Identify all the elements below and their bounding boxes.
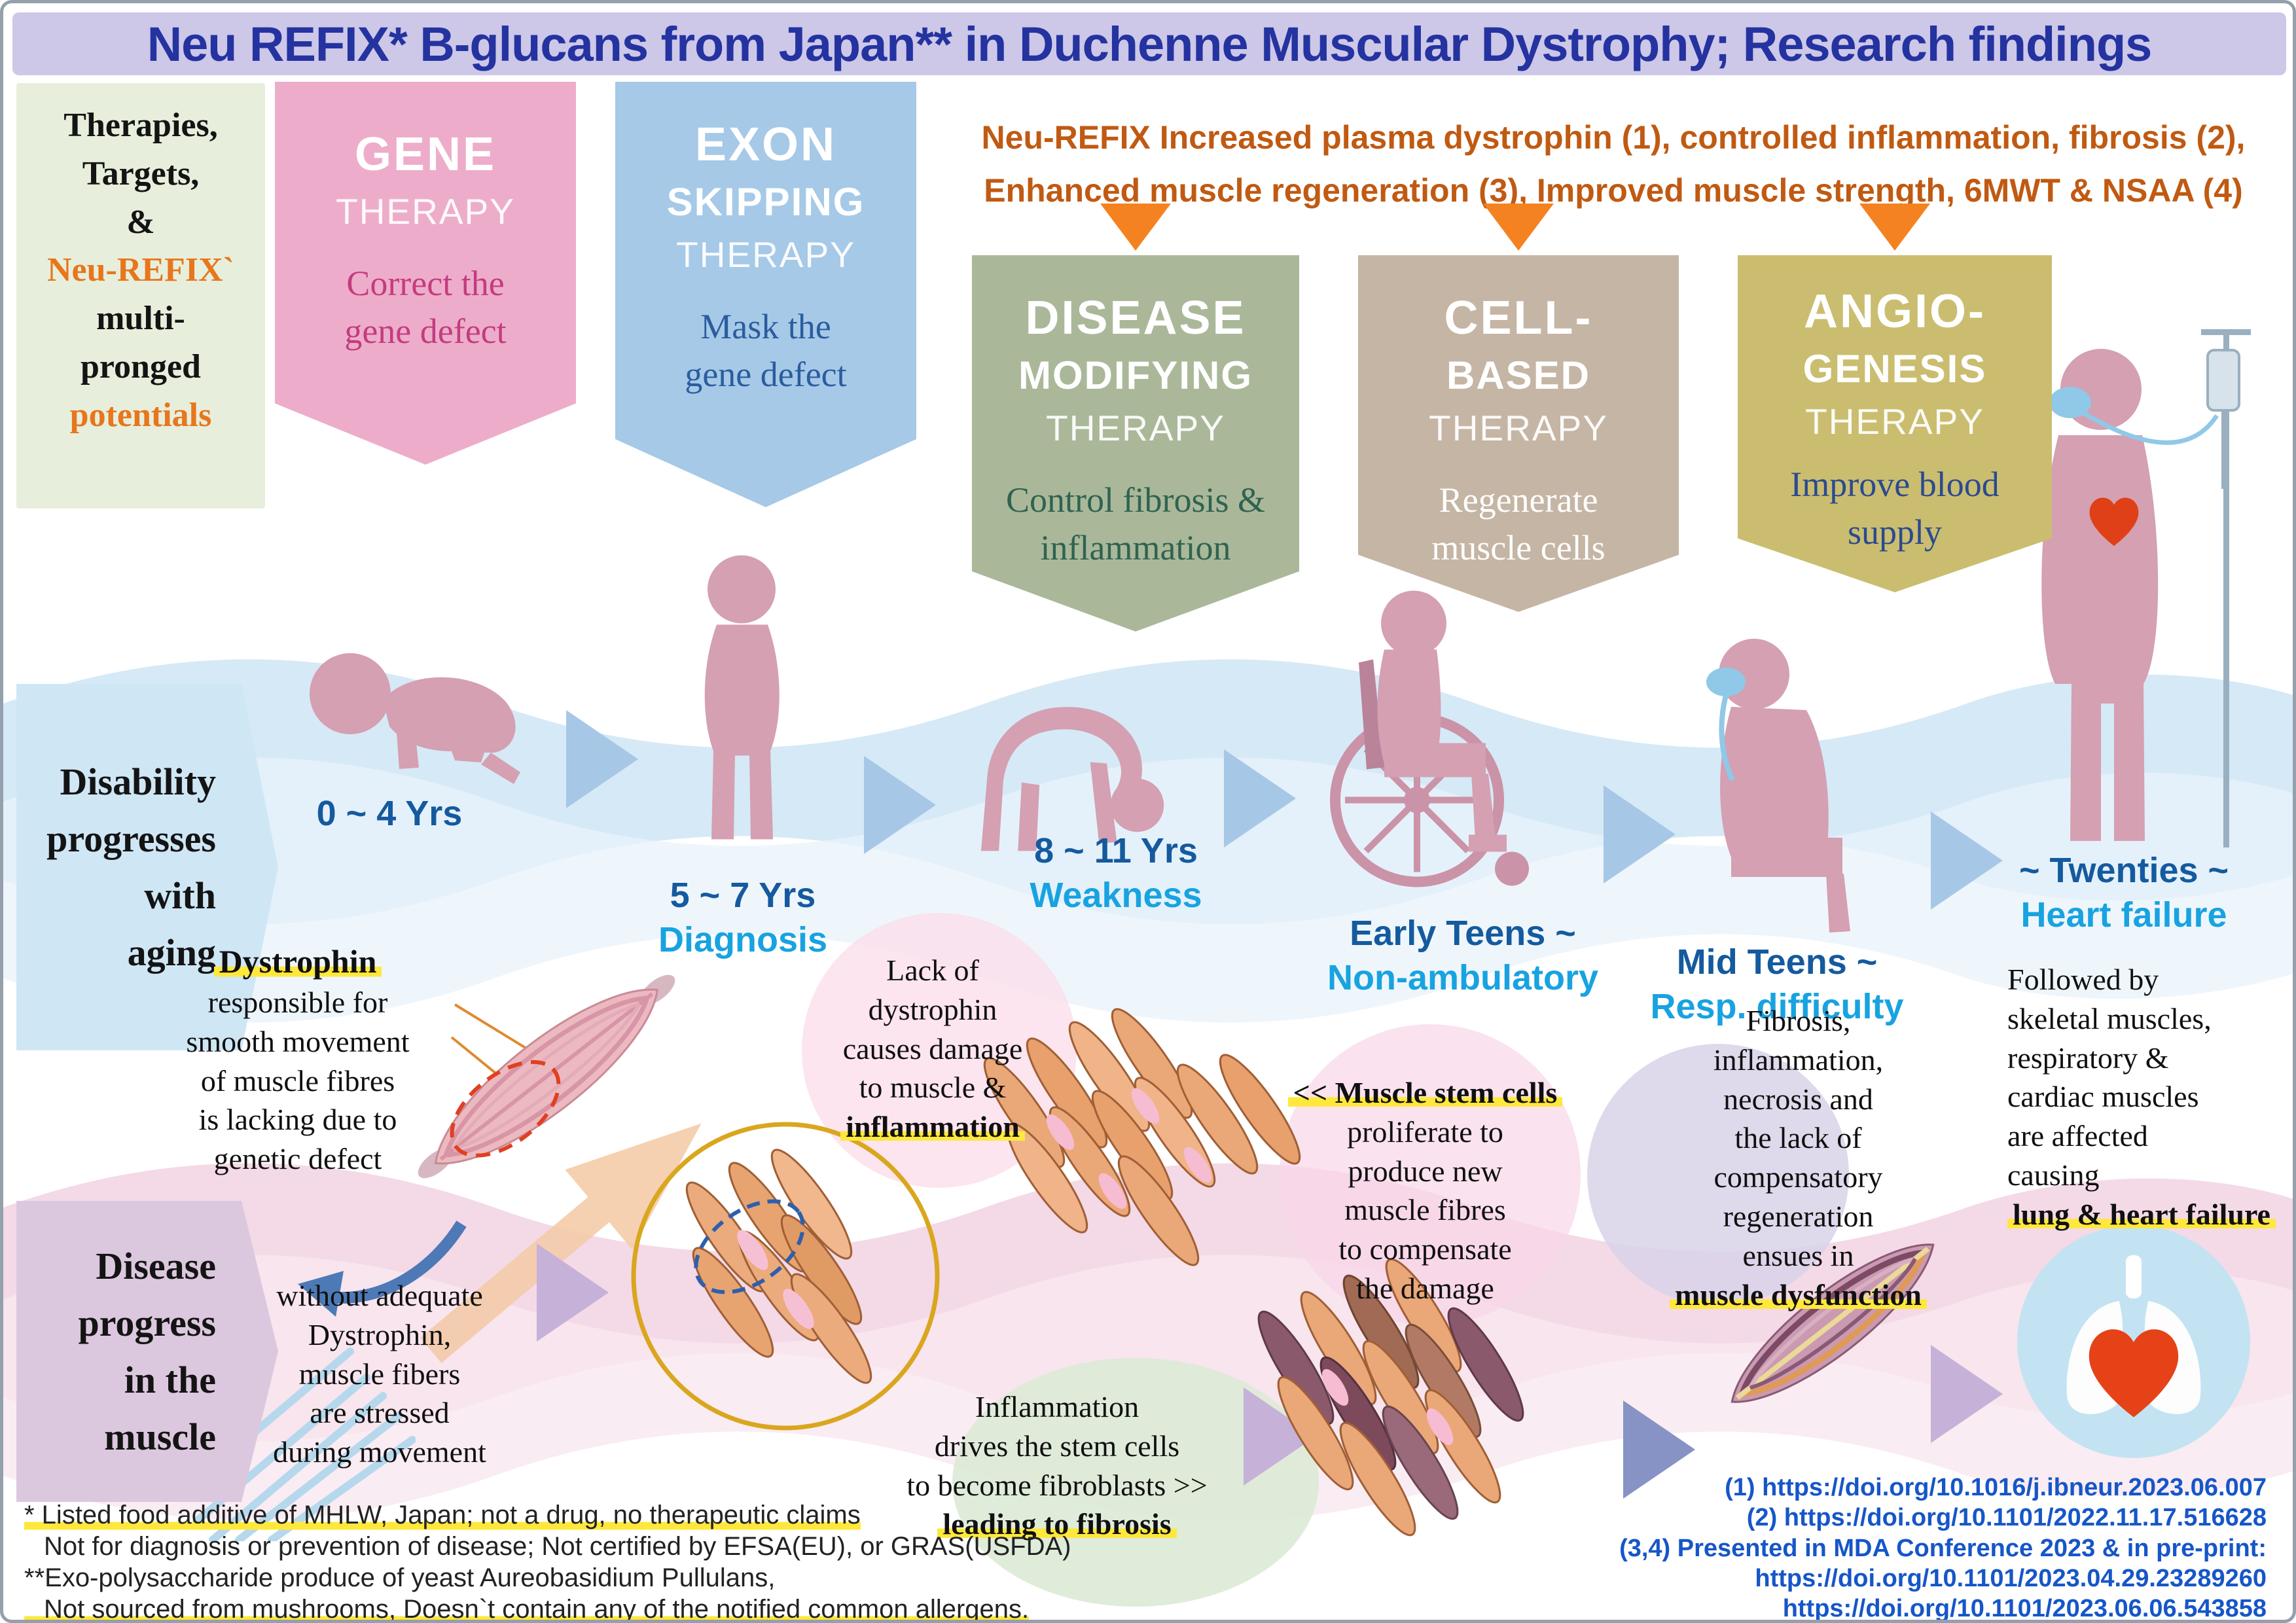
panel-line: aging [127, 931, 216, 974]
footnote-line: **Exo-polysaccharide produce of yeast Au… [24, 1563, 776, 1592]
findings-pointer-icon [1100, 204, 1171, 251]
therapies-targets-panel: Therapies, Targets, & Neu-REFIX` multi- … [16, 83, 265, 508]
bent-child-icon [980, 707, 1164, 851]
findings-line: Enhanced muscle regeneration (3), Improv… [984, 172, 2243, 209]
therapy-name: CELL- [1444, 292, 1593, 344]
reference-text: (3,4) Presented in MDA Conference 2023 &… [1619, 1534, 2267, 1562]
panel-line: Targets, [82, 154, 200, 192]
crawling-baby-icon [310, 653, 520, 784]
therapy-word: THERAPY [1046, 408, 1225, 448]
therapy-word: THERAPY [1805, 401, 1984, 442]
muscle-fibers-gold-circle-icon [631, 1122, 940, 1431]
standing-child-icon [704, 555, 780, 840]
therapy-word: THERAPY [676, 234, 855, 275]
note-without-dystrophin: without adequate Dystrophin, muscle fibe… [273, 1279, 486, 1469]
stage-label-early-teens: Early Teens ~ Non-ambulatory [1327, 914, 1599, 997]
therapy-name-2: MODIFYING [1018, 353, 1253, 397]
disease-modifying-banner: DISEASE MODIFYING THERAPY Control fibros… [972, 255, 1299, 632]
lungs-heart-icon [2017, 1225, 2250, 1458]
therapy-word: THERAPY [336, 191, 515, 232]
reference-link[interactable]: https://doi.org/10.1101/2023.04.29.23289… [1755, 1565, 2267, 1593]
findings-line: Neu-REFIX Increased plasma dystrophin (1… [981, 119, 2246, 156]
references: (1) https://doi.org/10.1016/j.ibneur.202… [1619, 1472, 2267, 1623]
respiratory-support-patient-icon [1706, 639, 1850, 933]
panel-line: Disease [96, 1245, 216, 1287]
panel-line: pronged [81, 348, 201, 386]
footnote-line: Not sourced from mushrooms, Doesn`t cont… [24, 1594, 1030, 1620]
footnote-line: Not for diagnosis or prevention of disea… [44, 1532, 1071, 1561]
note-heart-failure: Followed by skeletal muscles, respirator… [2007, 960, 2289, 1234]
muscle-spindle-icon [418, 974, 675, 1179]
therapy-name: DISEASE [1025, 292, 1246, 344]
panel-line: in the [124, 1359, 216, 1401]
reference-link[interactable]: https://doi.org/10.1101/2023.06.06.54385… [1782, 1595, 2267, 1623]
stage-label-8-11yrs: 8 ~ 11 Yrs Weakness [1030, 831, 1202, 915]
stem-cell-fibers-icon [1247, 1250, 1535, 1544]
cell-based-banner: CELL- BASED THERAPY Regenerate muscle ce… [1358, 255, 1679, 612]
wheelchair-user-icon [1330, 590, 1529, 887]
panel-line: & [126, 203, 155, 241]
footnotes: * Listed food additive of MHLW, Japan; n… [24, 1499, 1071, 1620]
panel-line: progresses [46, 817, 216, 860]
panel-line: progress [78, 1302, 216, 1344]
findings-headline: Neu-REFIX Increased plasma dystrophin (1… [939, 111, 2287, 217]
therapy-desc: Control fibrosis & inflammation [1005, 480, 1265, 567]
stage-label-mid-teens: Mid Teens ~ Resp. difficulty [1650, 942, 1904, 1026]
stage-label-5-7yrs: 5 ~ 7 Yrs Diagnosis [658, 876, 828, 959]
panel-line: muscle [104, 1416, 216, 1458]
panel-line: Disability [60, 760, 217, 803]
damaged-muscle-fibers-icon [973, 999, 1312, 1275]
therapy-name: EXON [694, 118, 837, 171]
note-dystrophin: Dystrophin responsible for smooth moveme… [186, 943, 410, 1176]
reference-link[interactable]: (1) https://doi.org/10.1016/j.ibneur.202… [1725, 1474, 2267, 1501]
therapy-desc: Improve blood supply [1790, 465, 2000, 552]
iv-drip-patient-icon [2041, 329, 2251, 847]
note-lack-of-dystrophin: Lack of dystrophin causes damage to musc… [795, 951, 1070, 1147]
findings-pointer-icon [1483, 204, 1554, 251]
title-bar: Neu REFIX* B-glucans from Japan** in Duc… [12, 12, 2286, 75]
therapy-name-2: SKIPPING [666, 180, 865, 224]
stage-label-twenties: ~ Twenties ~ Heart failure [2018, 851, 2229, 935]
panel-line-neu-refix: Neu-REFIX` [47, 251, 234, 289]
footnote-line: * Listed food additive of MHLW, Japan; n… [24, 1499, 861, 1531]
therapy-word: THERAPY [1429, 408, 1608, 448]
therapy-desc: Mask the gene defect [685, 307, 847, 394]
reference-link[interactable]: (2) https://doi.org/10.1101/2022.11.17.5… [1746, 1504, 2267, 1532]
panel-line: Therapies, [63, 107, 218, 144]
note-fibroblasts: Inflammation drives the stem cells to be… [906, 1390, 1208, 1541]
therapy-name-2: BASED [1446, 353, 1591, 397]
panel-line: multi- [96, 300, 185, 338]
therapy-name: ANGIO- [1804, 285, 1986, 338]
note-muscle-stem-cells: << Muscle stem cells proliferate to prod… [1237, 1073, 1613, 1308]
therapy-desc: Correct the gene defect [344, 264, 507, 351]
page-title: Neu REFIX* B-glucans from Japan** in Duc… [147, 16, 2153, 71]
stage-label-0-4yrs: 0 ~ 4 Yrs [316, 794, 463, 833]
angiogenesis-banner: ANGIO- GENESIS THERAPY Improve blood sup… [1738, 255, 2052, 592]
disease-progress-panel: Disease progress in the muscle [16, 1201, 278, 1502]
disability-progress-panel: Disability progresses with aging [16, 684, 278, 1050]
findings-pointer-icon [1859, 204, 1930, 251]
panel-line: with [144, 874, 216, 917]
stress-arrow [298, 1221, 467, 1317]
exon-skipping-banner: EXON SKIPPING THERAPY Mask the gene defe… [615, 82, 916, 507]
therapy-name-2: GENESIS [1803, 347, 1987, 391]
gene-therapy-banner: GENE THERAPY Correct the gene defect [275, 82, 576, 465]
therapy-name: GENE [354, 128, 497, 181]
note-muscle-dysfunction: Fibrosis, inflammation, necrosis and the… [1617, 1001, 1980, 1314]
therapy-desc: Regenerate muscle cells [1431, 480, 1605, 567]
panel-line: potentials [69, 396, 212, 434]
